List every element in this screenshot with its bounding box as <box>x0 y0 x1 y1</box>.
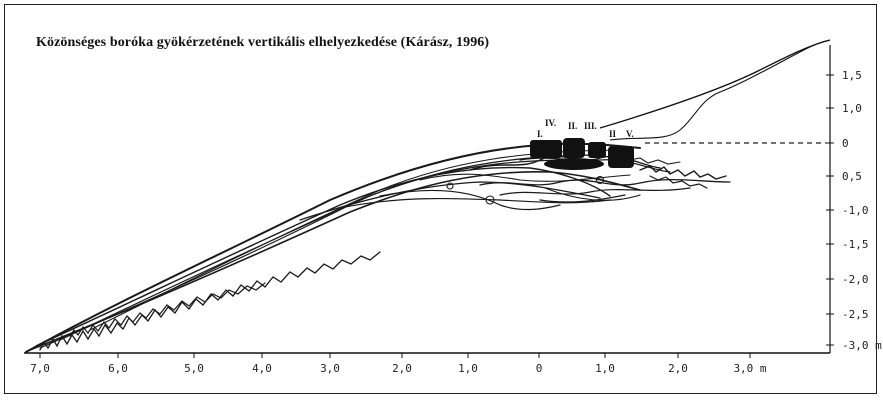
y-tick-label: 0 <box>842 137 849 150</box>
x-tick-label: 4,0 <box>252 362 272 375</box>
y-tick-label: 1,5 <box>842 69 862 82</box>
y-axis-ticks: 1,5 1,0 0 0,5 -1,0 -1,5 -2,0 -2,5 -3,0 m <box>826 69 882 352</box>
x-tick-label: 0 <box>536 362 543 375</box>
y-tick-label: 0,5 <box>842 170 862 183</box>
plant-base-4 <box>608 146 634 168</box>
plant-label-iii: III. <box>584 121 597 131</box>
y-tick-label: -1,0 <box>842 204 869 217</box>
x-tick-label: 1,0 <box>458 362 478 375</box>
plant-base-1 <box>530 140 562 158</box>
plant-label-iv: IV. <box>545 118 556 128</box>
figure-title: Közönséges boróka gyökérzetének vertikál… <box>36 35 490 50</box>
plant-base-3 <box>588 142 606 158</box>
y-tick-label: -3,0 m <box>842 339 882 352</box>
x-tick-label: 3,0 <box>320 362 340 375</box>
y-tick-label: 1,0 <box>842 102 862 115</box>
x-tick-label: 2,0 <box>668 362 688 375</box>
plant-base-5 <box>544 158 604 170</box>
x-tick-label: 6,0 <box>108 362 128 375</box>
x-tick-label: 5,0 <box>184 362 204 375</box>
slope-profile-curve <box>609 39 831 141</box>
root-system <box>25 142 731 353</box>
x-tick-label: 1,0 <box>595 362 615 375</box>
plant-base-2 <box>563 138 585 158</box>
plant-label-v: V. <box>626 129 634 139</box>
x-tick-label: 3,0 m <box>733 362 766 375</box>
x-tick-label: 2,0 <box>392 362 412 375</box>
y-tick-label: -2,5 <box>842 308 869 321</box>
slope-surface-line <box>599 39 831 129</box>
plant-label-ii-right: II <box>609 129 617 139</box>
plant-bases <box>530 138 634 170</box>
y-tick-label: -2,0 <box>842 273 869 286</box>
x-tick-label: 7,0 <box>30 362 50 375</box>
plant-labels: IV. II. III. I. II V. <box>537 118 634 139</box>
x-axis-ticks: 7,0 6,0 5,0 4,0 3,0 2,0 1,0 0 1,0 2,0 3,0 m <box>30 353 767 375</box>
plant-label-ii: II. <box>568 121 577 131</box>
plant-label-i: I. <box>537 129 543 139</box>
y-tick-label: -1,5 <box>842 238 869 251</box>
